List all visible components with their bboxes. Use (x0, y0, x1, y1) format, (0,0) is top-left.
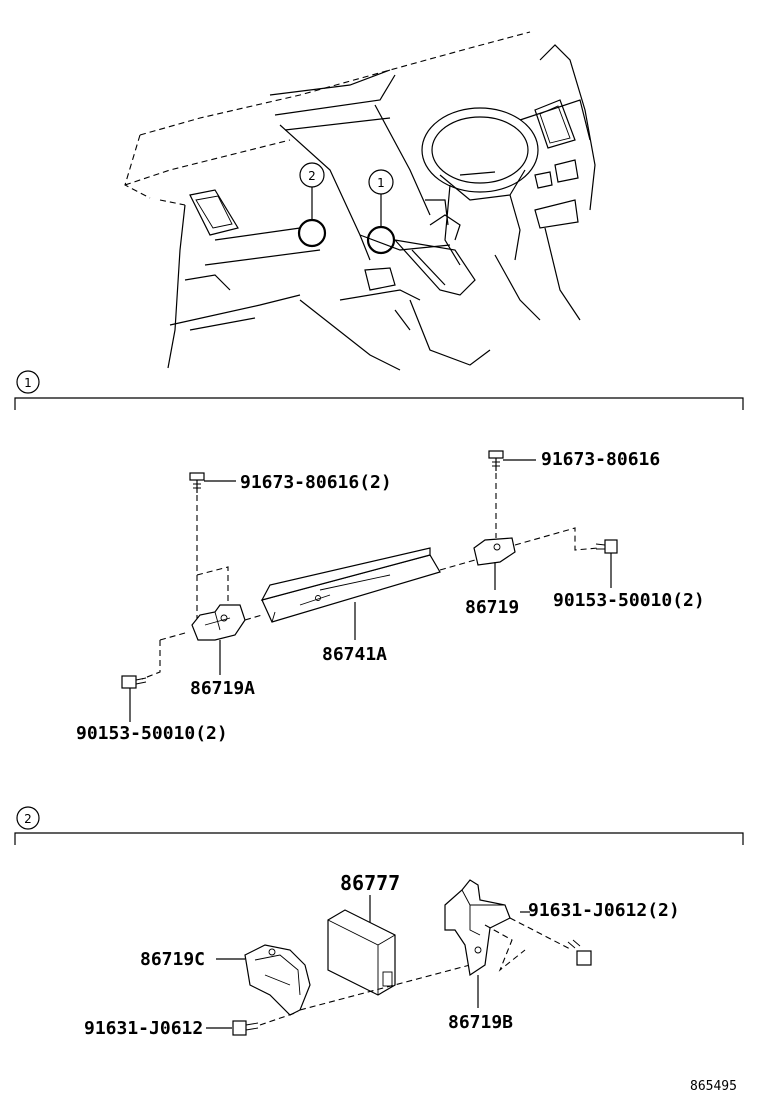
section-2-marker (16, 806, 40, 830)
diagram-reference-number: 865495 (690, 1079, 737, 1094)
label-91673-80616-2[interactable]: 91673-80616(2) (240, 472, 392, 493)
callout-1-number: 1 (377, 176, 385, 190)
screw-icon[interactable] (595, 539, 618, 554)
label-86719a[interactable]: 86719A (190, 678, 255, 699)
section-2-marker-number: 2 (24, 812, 32, 826)
section-1-marker (16, 370, 40, 394)
section-1-bracket (14, 397, 744, 410)
callout-2-number: 2 (308, 169, 316, 183)
section-2-bracket (14, 832, 744, 845)
label-91673-80616[interactable]: 91673-80616 (541, 449, 660, 470)
location-marker-1[interactable] (366, 225, 396, 255)
section-2: 2 86777 86719C 91631-J0612 86719B (14, 806, 744, 1039)
section-1: 1 91673-80616(2) 86719A 90153-50010(2) (14, 370, 744, 744)
label-86719[interactable]: 86719 (465, 597, 519, 618)
module-86777[interactable] (327, 909, 396, 996)
label-86777[interactable]: 86777 (340, 871, 400, 895)
bracket-86719b[interactable] (444, 879, 511, 977)
location-marker-2[interactable] (297, 218, 327, 248)
bracket-86719a[interactable] (191, 604, 246, 641)
label-91631-j0612[interactable]: 91631-J0612 (84, 1018, 203, 1039)
label-86719b[interactable]: 86719B (448, 1012, 513, 1033)
label-86741a[interactable]: 86741A (322, 644, 387, 665)
label-91631-j0612-2[interactable]: 91631-J0612(2) (528, 900, 680, 921)
bolt-icon[interactable] (232, 1020, 259, 1036)
screw-icon[interactable] (121, 675, 147, 689)
dashboard-overview: 2 1 (124, 31, 596, 371)
bracket-86719[interactable] (473, 537, 516, 566)
bolt-icon[interactable] (567, 939, 592, 966)
bolt-icon[interactable] (189, 472, 205, 493)
label-90153-50010-2-right[interactable]: 90153-50010(2) (553, 590, 705, 611)
bolt-icon[interactable] (488, 450, 504, 471)
section-1-marker-number: 1 (24, 376, 32, 390)
label-90153-50010-2-left[interactable]: 90153-50010(2) (76, 723, 228, 744)
label-86719c[interactable]: 86719C (140, 949, 205, 970)
